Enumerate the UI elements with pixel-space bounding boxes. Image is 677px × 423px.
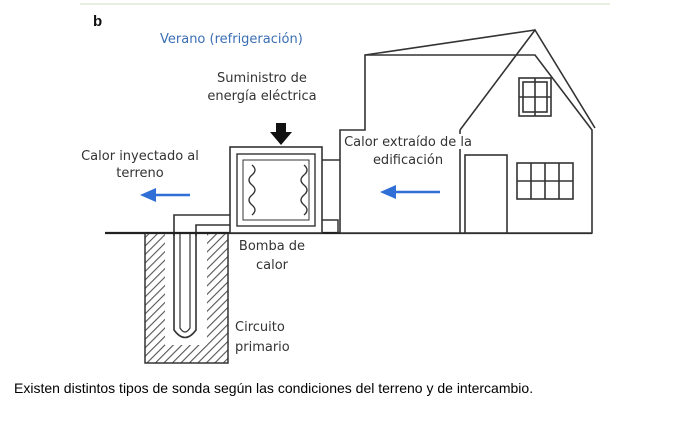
- house: [339, 28, 596, 234]
- svg-text:Calor inyectado al: Calor inyectado al: [81, 149, 199, 164]
- ground-loop-inner: [179, 233, 191, 333]
- circuit-label: Circuito primario: [235, 320, 290, 355]
- pump-label: Bomba de calor: [239, 239, 305, 273]
- heat-building-label: Calor extraído de la edificación: [344, 134, 472, 168]
- supply-arrow: [270, 123, 292, 145]
- arrow-heat-to-ground: [140, 188, 190, 202]
- lower-window: [516, 162, 574, 200]
- supply-label: Suministro de energía eléctrica: [207, 71, 316, 104]
- svg-text:edificación: edificación: [373, 153, 443, 168]
- svg-text:energía eléctrica: energía eléctrica: [207, 89, 316, 104]
- svg-text:Circuito: Circuito: [235, 320, 285, 335]
- attic-window: [518, 77, 552, 117]
- borehole: [144, 232, 229, 364]
- svg-text:primario: primario: [235, 340, 290, 355]
- heat-ground-label: Calor inyectado al terreno: [81, 149, 199, 181]
- svg-text:terreno: terreno: [116, 166, 164, 181]
- diagram-title: Verano (refrigeración): [160, 32, 303, 47]
- svg-text:calor: calor: [256, 258, 289, 273]
- svg-text:Calor extraído de la: Calor extraído de la: [344, 135, 472, 150]
- coil-right: [300, 164, 308, 216]
- heat-pump: [229, 146, 323, 234]
- svg-text:Bomba de: Bomba de: [239, 239, 305, 254]
- ground-loop-u: [173, 233, 197, 339]
- panel-label: b: [93, 13, 102, 30]
- arrow-heat-from-building: [380, 185, 440, 199]
- figure-caption: Existen distintos tipos de sonda según l…: [14, 380, 534, 396]
- svg-text:Suministro de: Suministro de: [217, 71, 307, 86]
- house-door: [464, 154, 508, 234]
- coil-left: [248, 164, 256, 216]
